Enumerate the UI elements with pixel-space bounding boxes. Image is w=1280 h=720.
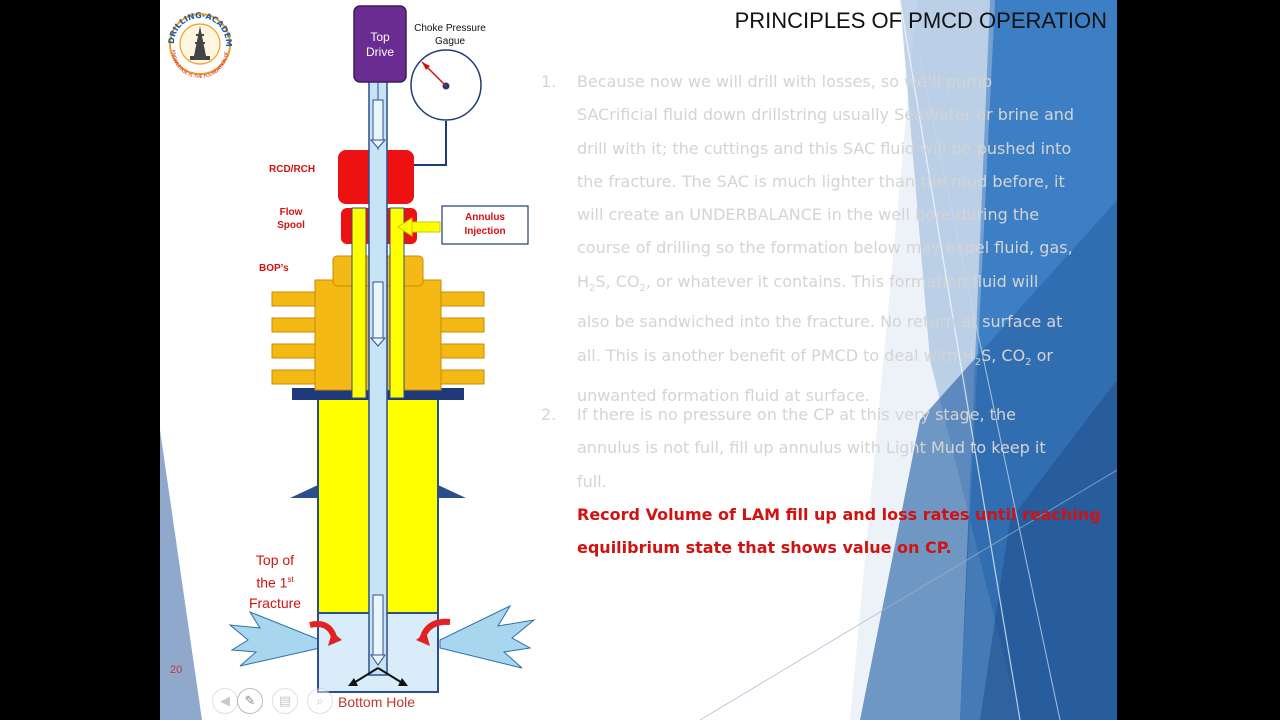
line9-pre: all. This is another benefit of PMCD to … <box>577 345 975 365</box>
highlight-line: equilibrium state that shows value on CP… <box>577 538 952 558</box>
gauge-label-line: Gague <box>434 36 466 47</box>
h2s-h: H <box>577 271 590 291</box>
annulus-injection-label: Annulus Injection <box>442 211 528 239</box>
bottom-hole-label: Bottom Hole <box>338 694 416 710</box>
annulus-injection-line: Injection <box>464 226 506 237</box>
item-1-line: course of drilling so the formation belo… <box>577 238 1073 258</box>
top-drive-line: Top <box>370 30 390 44</box>
previous-slide-button[interactable]: ◀ <box>212 688 238 714</box>
page-number: 20 <box>170 664 183 676</box>
annulus-injection-line: Annulus <box>465 212 505 223</box>
h2s-s: S, CO <box>595 271 640 291</box>
fracture-label: Top of the 1st Fracture <box>240 550 310 613</box>
fracture-line: Fracture <box>248 594 302 611</box>
item-1-line: drill with it; the cuttings and this SAC… <box>577 138 1072 158</box>
slide-title: PRINCIPLES OF PMCD OPERATION <box>734 8 1107 33</box>
item-1-line: will create an UNDERBALANCE in the well … <box>577 205 1040 225</box>
highlight-line: Record Volume of LAM fill up and loss ra… <box>577 504 1101 524</box>
top-drive-label: Top Drive <box>354 30 406 60</box>
fracture-sup: st <box>287 575 294 584</box>
drill-string <box>368 79 388 676</box>
co2-sub: 2 <box>1025 356 1032 368</box>
zoom-button[interactable]: ⌕ <box>307 688 333 714</box>
top-drive-shape <box>353 5 407 83</box>
bops-label: BOP’s <box>259 263 289 274</box>
h2s-sub: 2 <box>974 356 982 368</box>
fracture-line-pre: the 1 <box>256 574 288 591</box>
item-2-line: If there is no pressure on the CP at thi… <box>577 405 1016 424</box>
item-1-line: all. This is another benefit of PMCD to … <box>577 339 1117 379</box>
pen-tool-button[interactable]: ✎ <box>237 688 263 714</box>
slides-icon: ▤ <box>278 693 292 709</box>
line7-rest: , or whatever it contains. This formatio… <box>645 271 1039 291</box>
line9-s: S, CO <box>981 345 1026 365</box>
pmcd-well-diagram <box>228 5 536 693</box>
item-1: 1. Because now we will drill with losses… <box>541 65 1117 412</box>
flow-spool-line: Spool <box>277 220 305 231</box>
see-all-slides-button[interactable]: ▤ <box>272 688 298 714</box>
pen-icon: ✎ <box>244 693 256 709</box>
co2-sub: 2 <box>639 282 646 294</box>
slide: PRINCIPLES OF PMCD OPERATION DRILLING-AC… <box>160 0 1117 720</box>
h2s-sub: 2 <box>589 282 596 294</box>
item-2: 2. If there is no pressure on the CP at … <box>541 398 1117 564</box>
rcd-label: RCD/RCH <box>269 164 316 175</box>
item-1-number: 1. <box>541 72 557 91</box>
gauge-label-line: Choke Pressure <box>414 23 486 34</box>
fracture-left <box>228 610 321 667</box>
flow-spool-label: Flow Spool <box>274 206 308 232</box>
item-1-line: Because now we will drill with losses, s… <box>577 72 993 91</box>
item-1-line: SACrificial fluid down drillstring usual… <box>577 105 1075 125</box>
item-2-line: annulus is not full, fill up annulus wit… <box>577 438 1046 458</box>
item-1-line: also be sandwiched into the fracture. No… <box>577 312 1063 332</box>
flow-spool-line: Flow <box>279 207 303 218</box>
line9-rest: or <box>1031 345 1053 365</box>
item-1-line: the fracture. The SAC is much lighter th… <box>577 171 1065 191</box>
item-2-line: full. <box>577 471 607 491</box>
top-drive-line: Drive <box>365 45 394 59</box>
fracture-line: Top of <box>255 552 295 568</box>
theme-decoration <box>160 0 1117 720</box>
fracture-right <box>439 604 536 669</box>
previous-icon: ◀ <box>220 693 230 709</box>
gauge-label: Choke Pressure Gague <box>406 22 494 48</box>
zoom-icon: ⌕ <box>316 693 324 709</box>
drilling-academy-logo: DRILLING-ACADEMY.COMKNOWLEDGE IS THE FOU… <box>160 0 240 94</box>
item-1-line: unwanted formation fluid at surface. <box>577 386 870 406</box>
fracture-line: the 1st <box>240 570 310 593</box>
item-1-line: H2S, CO2, or whatever it contains. This … <box>577 265 1117 305</box>
item-2-number: 2. <box>541 405 557 424</box>
